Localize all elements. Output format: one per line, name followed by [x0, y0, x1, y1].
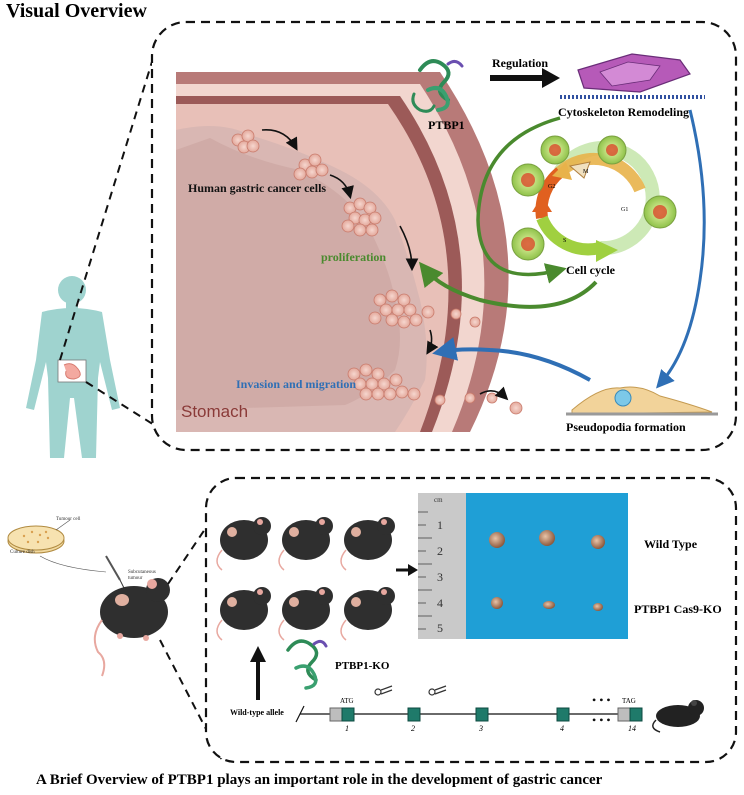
ptbp1-label: PTBP1 — [428, 118, 465, 132]
phase-g2: G2 — [548, 184, 556, 190]
ko-label: PTBP1 Cas9-KO — [634, 602, 722, 616]
black-mouse-small — [652, 700, 704, 733]
cytoskeleton-icon — [560, 53, 705, 99]
exon-number-3: 3 — [479, 724, 483, 733]
atg-label: ATG — [340, 697, 354, 705]
mouse-grid — [216, 517, 395, 641]
cytoskeleton-label: Cytoskeleton Remodeling — [558, 105, 689, 119]
ruler — [418, 493, 466, 639]
phase-s: S — [563, 238, 567, 244]
exon-number-14: 14 — [628, 724, 636, 733]
culture-dish-label: Culture dish — [10, 550, 35, 555]
ruler-tick-5: 5 — [437, 621, 443, 635]
ruler-unit: cm — [434, 496, 443, 504]
ptbp1-ko-label: PTBP1-KO — [335, 660, 390, 672]
cell-cycle-label: Cell cycle — [566, 263, 615, 277]
subcutaneous-label: Subcutaneous tumour — [128, 570, 156, 581]
ruler-tick-3: 3 — [437, 570, 443, 584]
pseudopodia-label: Pseudopodia formation — [566, 420, 686, 434]
tumour-cell-label: Tumour cell — [56, 517, 81, 522]
gene-allele: • • • • • • — [295, 693, 643, 727]
phase-m: M — [583, 169, 589, 175]
progression-arrows — [261, 129, 509, 401]
zoom-line-top — [59, 51, 156, 361]
green-proliferation-arrow — [418, 261, 598, 309]
exon-4 — [556, 707, 570, 722]
exon-2 — [407, 707, 421, 722]
svg-text:• • •: • • • — [592, 713, 611, 727]
injected-mouse-icon — [93, 578, 170, 677]
cell-cycle-wheel — [532, 141, 660, 262]
ptbp1-protein-icon — [411, 59, 464, 113]
syringe-icon — [105, 555, 125, 589]
tumors — [489, 530, 605, 611]
cancer-cells-label: Human gastric cancer cells — [188, 181, 327, 195]
exon-1 — [341, 707, 355, 722]
wild-type-label: Wild Type — [644, 537, 698, 551]
figure-caption: A Brief Overview of PTBP1 plays an impor… — [36, 772, 603, 788]
ruler-ticks — [418, 511, 432, 630]
scissors-icon — [374, 685, 447, 696]
exon-number-4: 4 — [560, 724, 564, 733]
invasion-label: Invasion and migration — [236, 377, 357, 391]
green-cycle-arc — [476, 116, 567, 284]
pseudopodia-cell-icon — [566, 386, 718, 416]
culture-dish-icon — [7, 525, 65, 554]
ruler-tick-2: 2 — [437, 544, 443, 558]
phase-g1: G1 — [621, 207, 629, 213]
stomach-cross-section — [176, 72, 509, 432]
regulation-label: Regulation — [492, 56, 549, 70]
ruler-tick-1: 1 — [437, 518, 443, 532]
stomach-label: Stomach — [181, 402, 249, 421]
human-body-icon — [26, 276, 120, 458]
figure-title: Visual Overview — [6, 0, 147, 22]
cell-cycle-cells — [511, 135, 677, 261]
blue-invasion-arrow — [432, 337, 591, 382]
ptbp1-ko-protein-icon — [286, 639, 328, 690]
exon-3 — [475, 707, 489, 722]
exon-14 — [629, 707, 643, 722]
proliferation-label: proliferation — [321, 250, 387, 264]
exon-number-2: 2 — [411, 724, 415, 733]
svg-text:• • •: • • • — [592, 693, 611, 707]
allele-label: Wild-type allele — [230, 708, 284, 717]
cancer-cell-clusters — [231, 129, 523, 415]
exon-number-1: 1 — [345, 724, 349, 733]
ruler-tick-4: 4 — [437, 596, 443, 610]
tag-label: TAG — [622, 697, 636, 705]
blue-cytoskeleton-arrow — [656, 109, 706, 389]
